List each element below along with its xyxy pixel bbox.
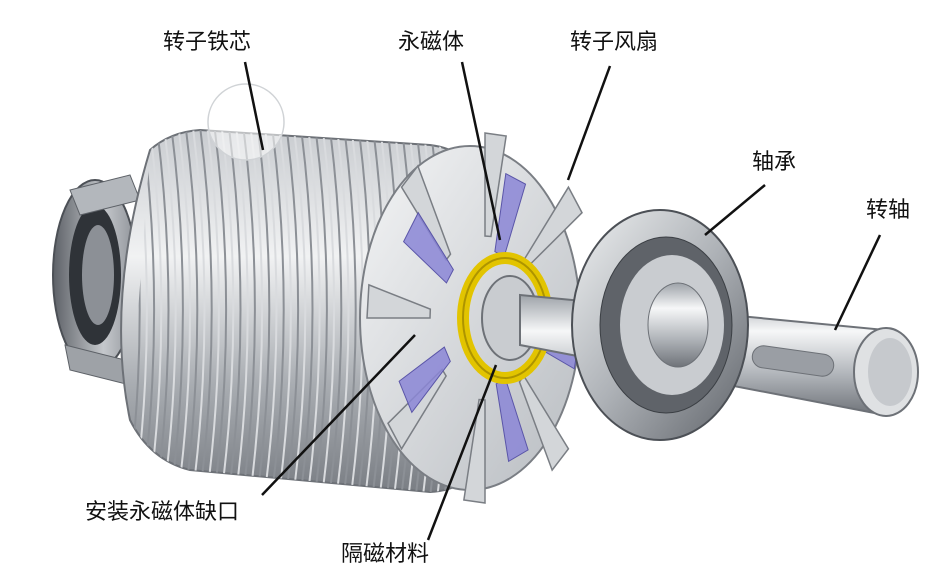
label-permanent-magnet: 永磁体	[398, 30, 465, 55]
leader-lines	[243, 61, 882, 541]
leader-rotor-fan	[566, 65, 612, 181]
leader-shaft	[833, 234, 882, 331]
label-shaft: 转轴	[866, 198, 911, 223]
leader-rotor-core	[243, 61, 265, 151]
label-rotor-core: 转子铁芯	[163, 30, 252, 55]
shaft-keyway	[751, 345, 835, 377]
callout-circle	[207, 83, 285, 161]
label-magnetic-isolation: 隔磁材料	[341, 542, 430, 567]
leader-magnet-slot	[261, 334, 416, 496]
left-hub	[52, 174, 141, 386]
label-bearing: 轴承	[752, 150, 797, 175]
leader-bearing	[704, 184, 766, 236]
bearing	[571, 209, 749, 441]
label-rotor-fan: 转子风扇	[570, 30, 659, 55]
label-magnet-slot: 安装永磁体缺口	[85, 500, 240, 525]
leader-magnetic-isolation	[426, 364, 498, 541]
leader-permanent-magnet	[460, 61, 502, 241]
